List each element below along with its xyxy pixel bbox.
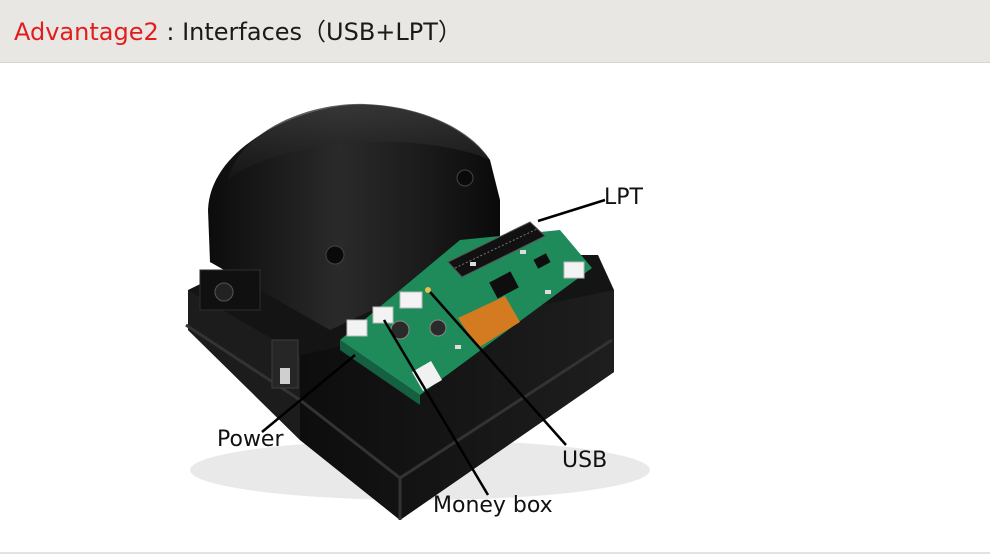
- title-text: Interfaces（USB+LPT）: [182, 18, 462, 46]
- printer-photo: [185, 103, 650, 520]
- label-money-box: Money box: [433, 493, 553, 518]
- header-bar: Advantage2 : Interfaces（USB+LPT）: [0, 0, 990, 63]
- label-usb: USB: [562, 448, 608, 473]
- label-power: Power: [217, 427, 284, 452]
- title-prefix: Advantage2: [14, 18, 159, 46]
- label-lpt: LPT: [604, 185, 643, 210]
- page-title: Advantage2 : Interfaces（USB+LPT）: [14, 12, 462, 47]
- callout-lines: [261, 198, 606, 496]
- bottom-divider: [0, 552, 990, 554]
- title-separator: :: [158, 18, 183, 46]
